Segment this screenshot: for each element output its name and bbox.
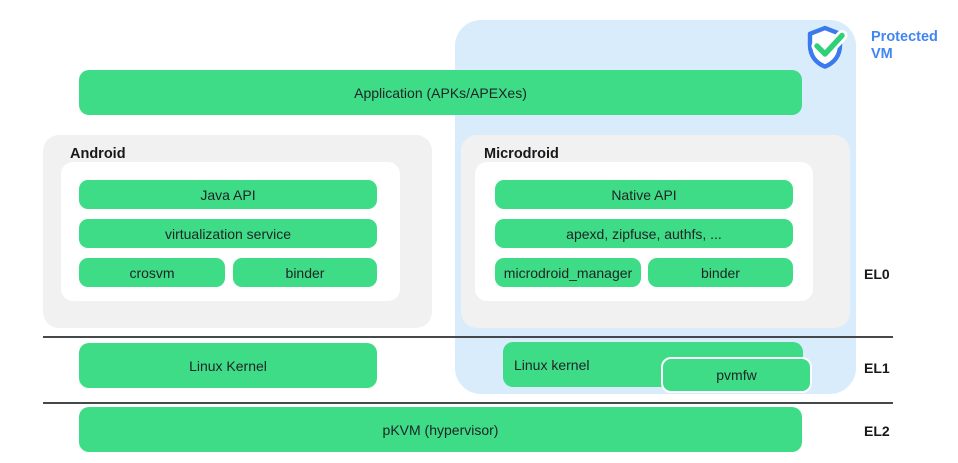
- el2-label: EL2: [864, 423, 890, 439]
- android-inner-box: Java API virtualization service crosvm b…: [61, 162, 400, 301]
- protected-vm-label: Protected VM: [871, 29, 938, 62]
- android-title: Android: [70, 146, 126, 162]
- application-bar: Application (APKs/APEXes): [79, 70, 802, 115]
- virtualization-service-bar: virtualization service: [79, 219, 377, 248]
- microdroid-binder-bar: binder: [648, 258, 793, 287]
- microdroid-group: Microdroid Native API apexd, zipfuse, au…: [461, 135, 850, 328]
- pkvm-bar: pKVM (hypervisor): [79, 407, 802, 452]
- crosvm-bar: crosvm: [79, 258, 225, 287]
- el0-el1-divider: [43, 336, 893, 338]
- el0-label: EL0: [864, 266, 890, 282]
- android-binder-bar: binder: [233, 258, 377, 287]
- microdroid-manager-bar: microdroid_manager: [495, 258, 641, 287]
- pvmfw-bar: pvmfw: [661, 357, 812, 393]
- microdroid-inner-box: Native API apexd, zipfuse, authfs, ... m…: [475, 162, 813, 301]
- java-api-bar: Java API: [79, 180, 377, 209]
- android-group: Android Java API virtualization service …: [43, 135, 432, 328]
- microdroid-title: Microdroid: [484, 146, 559, 162]
- apexd-zipfuse-authfs-bar: apexd, zipfuse, authfs, ...: [495, 219, 793, 248]
- host-linux-kernel-bar: Linux Kernel: [79, 343, 377, 388]
- shield-check-icon: [807, 25, 848, 69]
- native-api-bar: Native API: [495, 180, 793, 209]
- el1-el2-divider: [43, 402, 893, 404]
- el1-label: EL1: [864, 360, 890, 376]
